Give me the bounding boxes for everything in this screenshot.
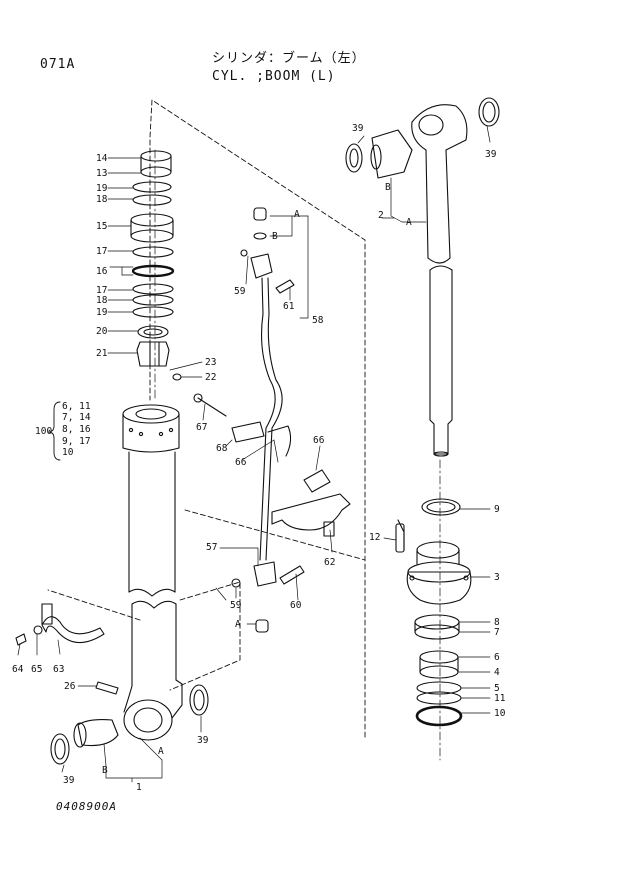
set-group-item: 10 bbox=[62, 447, 74, 458]
callout-2: 2 bbox=[378, 210, 384, 221]
callout-66: 66 bbox=[235, 457, 247, 468]
callout-18: 18 bbox=[96, 295, 108, 306]
callout-58: 58 bbox=[312, 315, 324, 326]
callout-23: 23 bbox=[205, 357, 217, 368]
title-japanese: シリンダ：ブーム（左） bbox=[212, 51, 366, 66]
callout-9: 9 bbox=[494, 504, 500, 515]
callout-A: A bbox=[158, 746, 164, 757]
callout-63: 63 bbox=[53, 664, 65, 675]
callout-1: 1 bbox=[136, 782, 142, 793]
hose-pipe-58 bbox=[193, 207, 351, 633]
callout-14: 14 bbox=[96, 153, 108, 164]
callout-19: 19 bbox=[96, 307, 108, 318]
callout-66: 66 bbox=[313, 435, 325, 446]
callout-A: A bbox=[235, 619, 241, 630]
callout-10: 10 bbox=[494, 708, 506, 719]
title-english: CYL. ;BOOM (L) bbox=[212, 69, 336, 84]
callout-12: 12 bbox=[369, 532, 381, 543]
centre-lines bbox=[154, 149, 441, 761]
set-group-label: 100 bbox=[35, 426, 53, 437]
set-bracket bbox=[47, 401, 61, 461]
callout-7: 7 bbox=[494, 627, 500, 638]
callout-5: 5 bbox=[494, 683, 500, 694]
cylinder-tube bbox=[50, 404, 209, 765]
callout-6: 6 bbox=[494, 652, 500, 663]
callout-59: 59 bbox=[234, 286, 246, 297]
callout-19: 19 bbox=[96, 183, 108, 194]
callout-3: 3 bbox=[494, 572, 500, 583]
set-group-item: 7, 14 bbox=[62, 412, 91, 423]
leader-lines bbox=[17, 125, 491, 783]
callout-62: 62 bbox=[324, 557, 336, 568]
page-code: 071A bbox=[40, 57, 76, 72]
callout-39: 39 bbox=[63, 775, 75, 786]
callout-22: 22 bbox=[205, 372, 217, 383]
callout-18: 18 bbox=[96, 194, 108, 205]
callout-13: 13 bbox=[96, 168, 108, 179]
set-group-item: 9, 17 bbox=[62, 436, 91, 447]
callout-17: 17 bbox=[96, 285, 108, 296]
set-group-item: 6, 11 bbox=[62, 401, 91, 412]
callout-A: A bbox=[406, 217, 412, 228]
callout-B: B bbox=[385, 182, 391, 193]
callout-64: 64 bbox=[12, 664, 24, 675]
callout-11: 11 bbox=[494, 693, 506, 704]
callout-17: 17 bbox=[96, 246, 108, 257]
set-group-item: 8, 16 bbox=[62, 424, 91, 435]
rod-seal-stack bbox=[130, 150, 182, 381]
piston-rod bbox=[345, 97, 500, 457]
callout-21: 21 bbox=[96, 348, 108, 359]
callout-39: 39 bbox=[352, 123, 364, 134]
drawing-code: 0408900A bbox=[56, 800, 117, 813]
callout-59: 59 bbox=[230, 600, 242, 611]
callout-4: 4 bbox=[494, 667, 500, 678]
callout-A: A bbox=[294, 209, 300, 220]
callout-57: 57 bbox=[206, 542, 218, 553]
callout-61: 61 bbox=[283, 301, 295, 312]
callout-8: 8 bbox=[494, 617, 500, 628]
callout-15: 15 bbox=[96, 221, 108, 232]
callout-60: 60 bbox=[290, 600, 302, 611]
callout-B: B bbox=[102, 765, 108, 776]
callout-16: 16 bbox=[96, 266, 108, 277]
gland-and-seals bbox=[395, 498, 472, 727]
callout-65: 65 bbox=[31, 664, 43, 675]
callout-20: 20 bbox=[96, 326, 108, 337]
callout-67: 67 bbox=[196, 422, 208, 433]
callout-68: 68 bbox=[216, 443, 228, 454]
callout-26: 26 bbox=[64, 681, 76, 692]
clamp-63 bbox=[15, 603, 105, 646]
callout-39: 39 bbox=[485, 149, 497, 160]
callout-B: B bbox=[272, 231, 278, 242]
callout-39: 39 bbox=[197, 735, 209, 746]
